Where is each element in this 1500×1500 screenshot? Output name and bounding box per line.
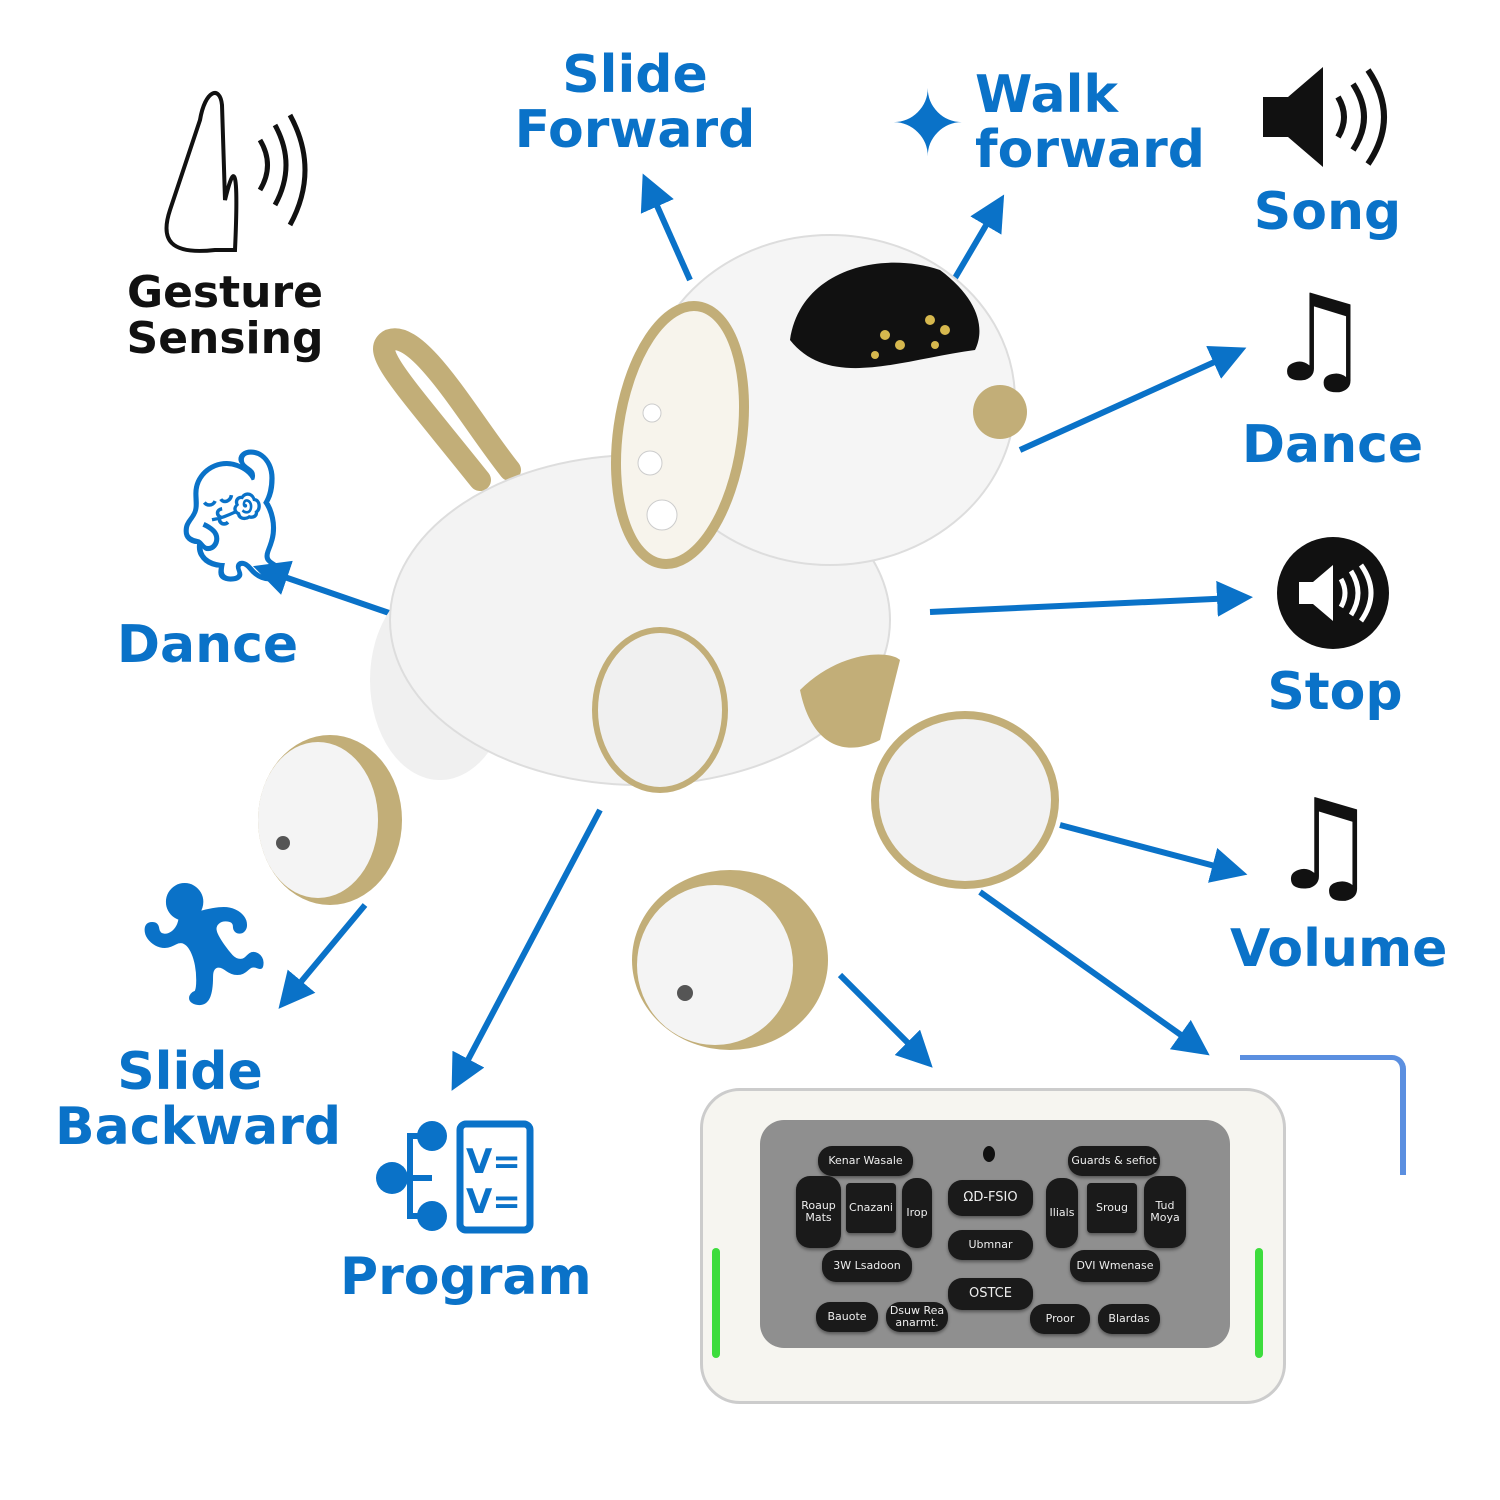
remote-antenna-bracket (1240, 1055, 1406, 1175)
volume-label: Volume (1230, 919, 1448, 979)
gesture-sensing-label: Gesture Sensing (126, 267, 324, 365)
remote-button[interactable]: Cnazani (846, 1183, 896, 1233)
svg-text:V=: V= (466, 1182, 521, 1222)
slide-backward-label: Slide Backward (55, 1042, 342, 1157)
music-note-icon: ♫ (1268, 773, 1381, 918)
remote-button[interactable]: 3W Lsadoon (822, 1250, 912, 1282)
remote-button[interactable]: Irop (902, 1178, 932, 1248)
remote-button[interactable]: Sroug (1087, 1183, 1137, 1233)
speaker-icon (1258, 62, 1398, 176)
speaker-circle-icon (1277, 537, 1389, 649)
walk-forward-label: Walk forward (975, 65, 1205, 180)
remote-button[interactable]: ΩD-FSIO (948, 1180, 1033, 1216)
remote-button[interactable]: Kenar Wasale (818, 1146, 913, 1176)
remote-button[interactable]: Bauote (816, 1302, 878, 1332)
song-label: Song (1253, 182, 1402, 242)
dancing-figure-icon: 🕺︎ (150, 439, 316, 591)
program-label: Program (340, 1247, 592, 1307)
svg-text:V=: V= (466, 1142, 521, 1182)
slide-forward-label: Slide Forward (514, 45, 756, 160)
remote-button[interactable]: Ilials (1046, 1178, 1078, 1248)
remote-button[interactable]: Ubmnar (948, 1230, 1033, 1260)
hand-wave-icon (150, 80, 320, 264)
music-note-icon: ♫ (1265, 270, 1373, 409)
remote-button[interactable]: Proor (1030, 1304, 1090, 1334)
remote-button[interactable]: Blardas (1098, 1304, 1160, 1334)
stop-label: Stop (1267, 662, 1403, 722)
remote-button[interactable]: DVI Wmenase (1070, 1250, 1160, 1282)
feature-arrows (252, 173, 1253, 1091)
remote-button[interactable]: OSTCE (948, 1278, 1033, 1310)
sliding-figure-icon: 🏃︎ (128, 875, 281, 1014)
walking-figure-icon: ✦ (890, 72, 966, 177)
program-flowchart-icon: V=V= (370, 1118, 540, 1242)
remote-control: Kenar Wasale Roaup Mats Cnazani Irop 3W … (700, 1088, 1286, 1404)
dance-left-label: Dance (116, 615, 299, 675)
remote-button[interactable]: Tud Moya (1144, 1176, 1186, 1248)
dance-right-label: Dance (1241, 415, 1424, 475)
remote-button[interactable]: Guards & sefiot (1068, 1146, 1160, 1176)
remote-button[interactable]: Roaup Mats (796, 1176, 841, 1248)
remote-button[interactable]: Dsuw Rea anarmt. (886, 1302, 948, 1332)
